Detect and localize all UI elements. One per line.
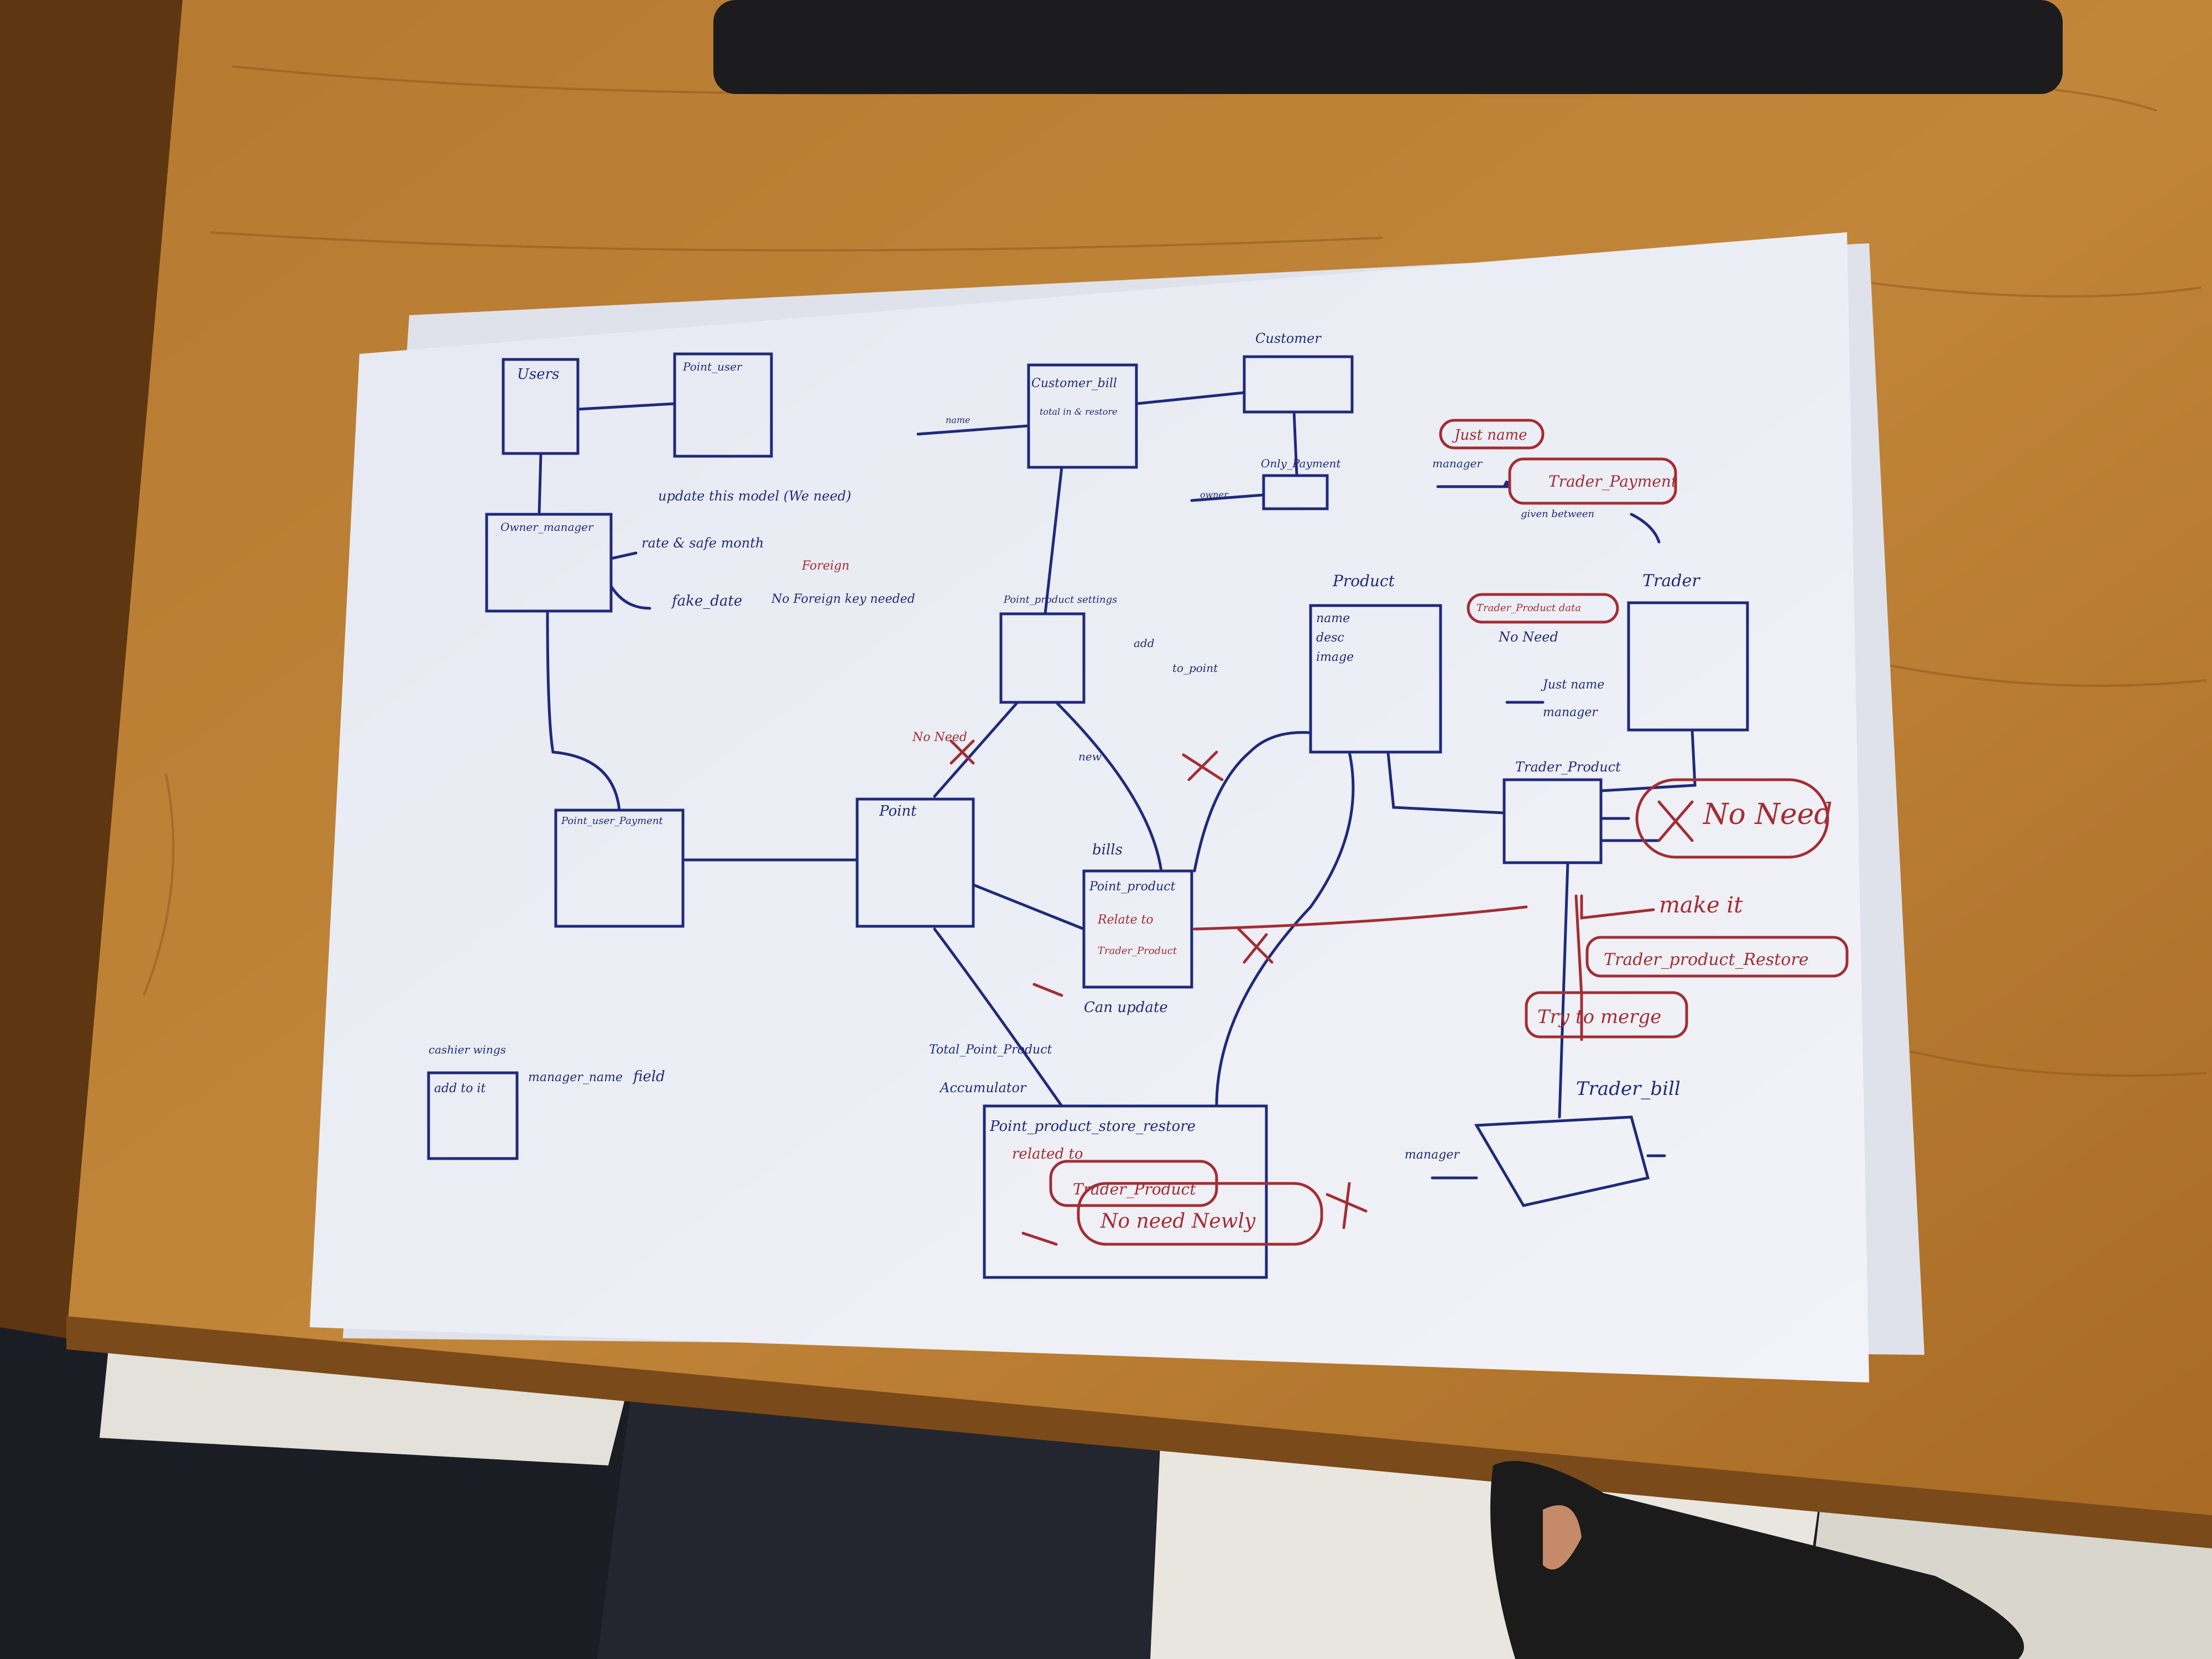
label-point-user-payment: Point_user_Payment [561,815,663,827]
note-manager-2: manager [1543,706,1598,719]
label-owner-manager: Owner_manager [500,520,594,534]
entity-product-box [1309,604,1442,754]
note-owner: owner [1200,489,1229,500]
label-customer: Customer [1255,331,1322,346]
label-point-user: Point_user [682,360,743,373]
note-field: field [632,1068,665,1085]
note-manager-name: manager_name [528,1071,623,1084]
note-try-to-merge-outline [1525,991,1688,1039]
label-trader-payment: Trader_Payment [1548,472,1678,491]
field-desc: desc [1316,631,1344,645]
note-relate-to: Relate to [1097,913,1154,927]
label-only-payment: Only_Payment [1261,457,1341,470]
note-total-point-product: Total_Point_Product [929,1043,1052,1057]
note-manager-bill: manager [1405,1148,1460,1162]
note-name: name [946,415,970,425]
note-foreign: Foreign [801,559,849,573]
note-try-to-merge: Try to merge [1537,1006,1661,1028]
label-point: Point [879,803,917,820]
note-no-need-1: No Need [1498,629,1558,645]
entity-cashier-box [427,1071,519,1160]
note-no-need-point: No Need [912,731,967,744]
paper-sheet-main [310,232,1869,1383]
note-rate-safe: rate & safe month [641,535,764,551]
label-product: Product [1332,572,1395,590]
note-trader-product-data: Trader_Product data [1477,602,1581,614]
entity-trader-bill-box [1474,1115,1650,1207]
note-no-need-big: No Need [1702,798,1833,831]
field-image: image [1316,650,1354,664]
label-point-product-settings: Point_product settings [1003,594,1117,606]
label-cashier-wings: cashier wings [429,1043,506,1056]
desk-left-edge [0,0,182,1338]
entity-store-restore-box [983,1104,1268,1279]
note-manager-top: manager [1432,457,1483,470]
label-trader-bill: Trader_bill [1576,1078,1681,1100]
label-trader-product: Trader_Product [1515,759,1621,775]
note-just-name-outline [1439,419,1545,450]
note-no-need-big-outline [1635,778,1829,859]
note-can-update: Can update [1084,999,1168,1016]
note-add: add [1134,637,1155,650]
toes [1543,1505,1582,1570]
diagram [427,352,1749,1279]
red-marks [950,419,1849,1246]
note-add-to-it: add to it [434,1082,486,1095]
note-trader-payment-outline [1508,457,1677,505]
entity-point-product-settings-box [999,612,1086,704]
entity-trader-box [1627,601,1749,732]
entity-customer-box [1243,355,1354,414]
note-trader-product-inner: Trader_Product [1098,945,1177,957]
label-users: Users [517,366,559,383]
note-trader-product-ref: Trader_Product [1073,1180,1196,1198]
sandal [1490,1460,2024,1659]
note-total-in-restore: total in & restore [1040,406,1118,417]
note-new: new [1078,750,1102,763]
note-just-name-2: Just name [1541,678,1604,692]
note-no-foreign-key: No Foreign key needed [771,592,915,606]
label-trader: Trader [1642,571,1700,591]
note-to-point: to_point [1172,661,1218,675]
note-just-name-top: Just name [1452,427,1527,444]
field-name: name [1316,612,1350,625]
note-trader-product-restore: Trader_product_Restore [1604,950,1808,969]
entity-customer-bill-box [1027,363,1138,469]
note-trader-product-data-outline [1467,593,1619,624]
note-given-between: given between [1521,508,1594,520]
note-no-need-newly-outline [1077,1182,1323,1246]
note-accumulator: Accumulator [939,1080,1027,1095]
label-store-restore: Point_product_store_restore [989,1118,1196,1135]
note-bills: bills [1092,842,1123,858]
note-update-model: update this model (We need) [658,488,851,504]
note-related-to: related to [1012,1146,1083,1162]
entity-point-box [855,797,975,928]
note-fake-date: fake_date [671,593,742,609]
label-point-product: Point_product [1089,880,1176,894]
note-no-need-newly: No need Newly [1100,1210,1256,1233]
note-make-it: make it [1659,893,1743,918]
desk-front-edge [66,1316,2212,1548]
entity-trader-product-box [1503,778,1603,864]
label-customer-bill: Customer_bill [1031,377,1117,390]
note-trader-product-restore-outline [1585,936,1849,978]
laptop [713,0,2063,94]
